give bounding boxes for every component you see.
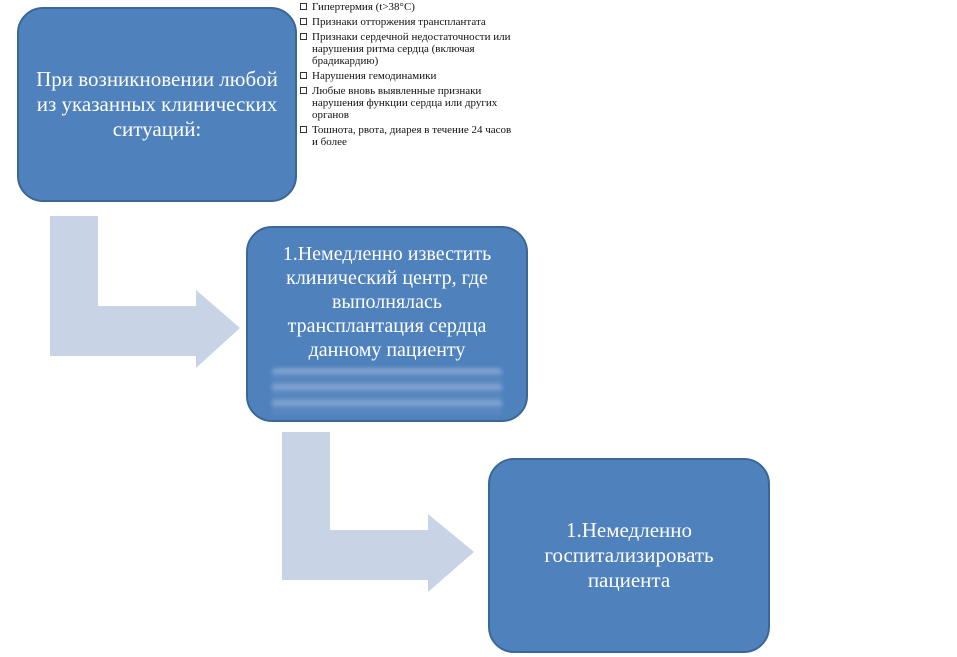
blurred-text-region — [272, 368, 502, 416]
condition-list: Гипертермия (t>38°C) Признаки отторжения… — [300, 1, 515, 151]
checkbox-bullet-icon — [300, 72, 307, 79]
step-box-hospitalize: 1.Немедленно госпитализировать пациента — [488, 458, 770, 653]
checkbox-bullet-icon — [300, 87, 307, 94]
step-box-hospitalize-text: 1.Немедленно госпитализировать пациента — [544, 517, 714, 593]
condition-item: Нарушения гемодинамики — [300, 70, 515, 82]
arrow-step-2-to-3 — [282, 432, 474, 592]
arrow-step-1-to-2 — [50, 216, 240, 368]
step-box-trigger: При возникновении любой из указанных кли… — [17, 7, 297, 202]
step-box-notify-content: 1.Немедленно известить клинический центр… — [266, 236, 508, 416]
condition-item: Любые вновь выявленные признаки нарушени… — [300, 85, 515, 121]
step-box-notify-text: 1.Немедленно известить клинический центр… — [282, 243, 492, 361]
condition-item: Признаки отторжения трансплантата — [300, 16, 515, 28]
step-box-trigger-text: При возникновении любой из указанных кли… — [36, 66, 278, 142]
checkbox-bullet-icon — [300, 126, 307, 133]
checkbox-bullet-icon — [300, 33, 307, 40]
condition-item: Признаки сердечной недостаточности или н… — [300, 31, 515, 67]
condition-item: Гипертермия (t>38°C) — [300, 1, 515, 13]
checkbox-bullet-icon — [300, 18, 307, 25]
checkbox-bullet-icon — [300, 3, 307, 10]
condition-item: Тошнота, рвота, диарея в течение 24 часо… — [300, 124, 515, 148]
step-box-notify: 1.Немедленно известить клинический центр… — [246, 226, 528, 422]
